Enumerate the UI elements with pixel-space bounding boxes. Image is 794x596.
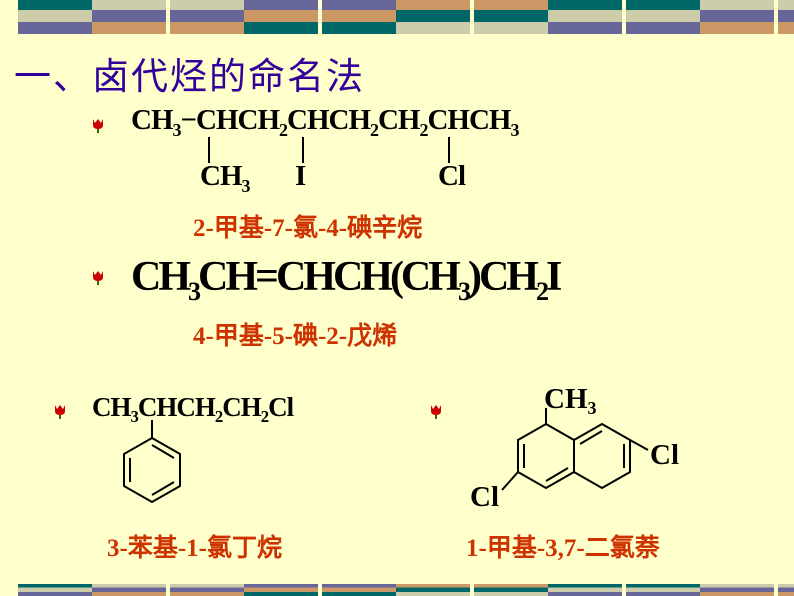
band-block [18,584,92,596]
chloro-label-right: Cl [650,439,679,471]
bond-line [208,137,210,163]
band-block [322,584,396,596]
tulip-icon [52,403,68,419]
tulip-icon [90,117,106,133]
formula-4-methyl-5-iodo-2-pentene: CH3CH=CHCH(CH3)CH2I [131,254,562,306]
band-block [244,0,318,34]
band-block [626,584,700,596]
benzene-ring [123,420,181,504]
compound-name-2: 4-甲基-5-碘-2-戊烯 [193,323,398,350]
band-block [474,0,548,34]
methyl-substituent: CH3 [200,160,250,196]
band-block [548,0,622,34]
band-block [396,584,470,596]
band-block [474,584,548,596]
formula-3-phenyl-1-chlorobutane: CH3CHCH2CH2Cl [92,392,294,427]
iodo-substituent: I [295,160,306,192]
band-block [396,0,470,34]
bottom-decorative-band [0,584,794,596]
tulip-icon [90,269,106,285]
compound-name-4: 1-甲基-3,7-二氯萘 [466,535,660,562]
chloro-label-left: Cl [470,481,499,513]
band-block [170,0,244,34]
formula-2-methyl-7-chloro-4-iodooctane: CH3−CHCH2CHCH2CH2CHCH3 [131,104,519,140]
bond-line [448,137,450,163]
bond-line [302,137,304,163]
band-block [170,584,244,596]
band-block [322,0,396,34]
band-block [244,584,318,596]
band-block [700,584,774,596]
page-title: 一、卤代烃的命名法 [14,55,365,98]
band-block [548,584,622,596]
band-block [778,584,794,596]
naphthalene-structure: CH3 Cl Cl [470,383,679,513]
top-decorative-band [0,0,794,34]
chloro-substituent: Cl [438,160,466,192]
band-block [700,0,774,34]
band-block [18,0,92,34]
tulip-icon [428,403,444,419]
band-block [92,584,166,596]
methyl-label: CH3 [544,383,597,418]
compound-name-1: 2-甲基-7-氯-4-碘辛烷 [193,215,423,242]
band-block [778,0,794,34]
compound-name-3: 3-苯基-1-氯丁烷 [107,535,282,562]
band-block [626,0,700,34]
band-block [92,0,166,34]
